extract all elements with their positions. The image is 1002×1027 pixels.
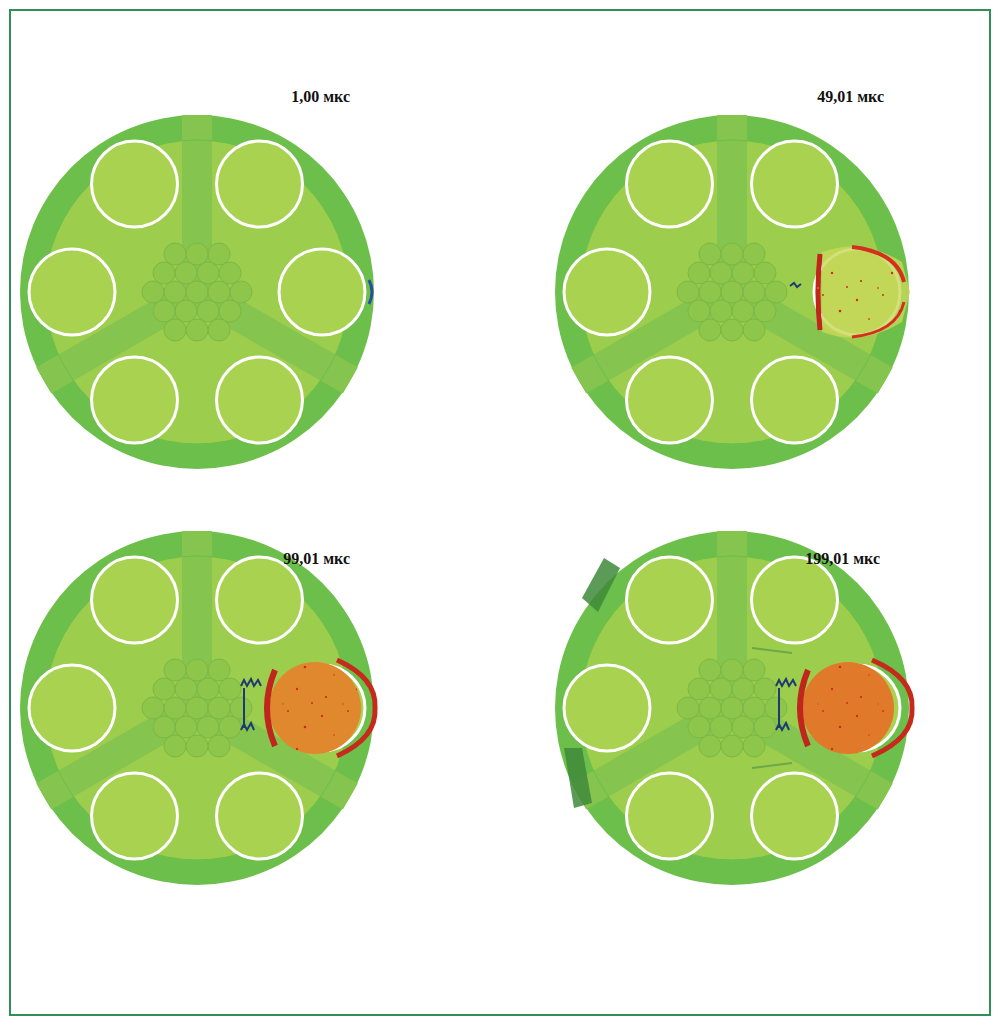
time-label-box: 49,01 мкс: [817, 88, 884, 106]
time-label: 199,01 мкс: [805, 550, 880, 567]
time-label: 1,00 мкс: [291, 88, 350, 105]
time-label-box: 99,01 мкс: [283, 550, 350, 568]
time-label: 99,01 мкс: [283, 550, 350, 567]
time-label: 49,01 мкс: [817, 88, 884, 105]
time-label-box: 199,01 мкс: [805, 550, 880, 568]
time-label-box: 1,00 мкс: [291, 88, 350, 106]
